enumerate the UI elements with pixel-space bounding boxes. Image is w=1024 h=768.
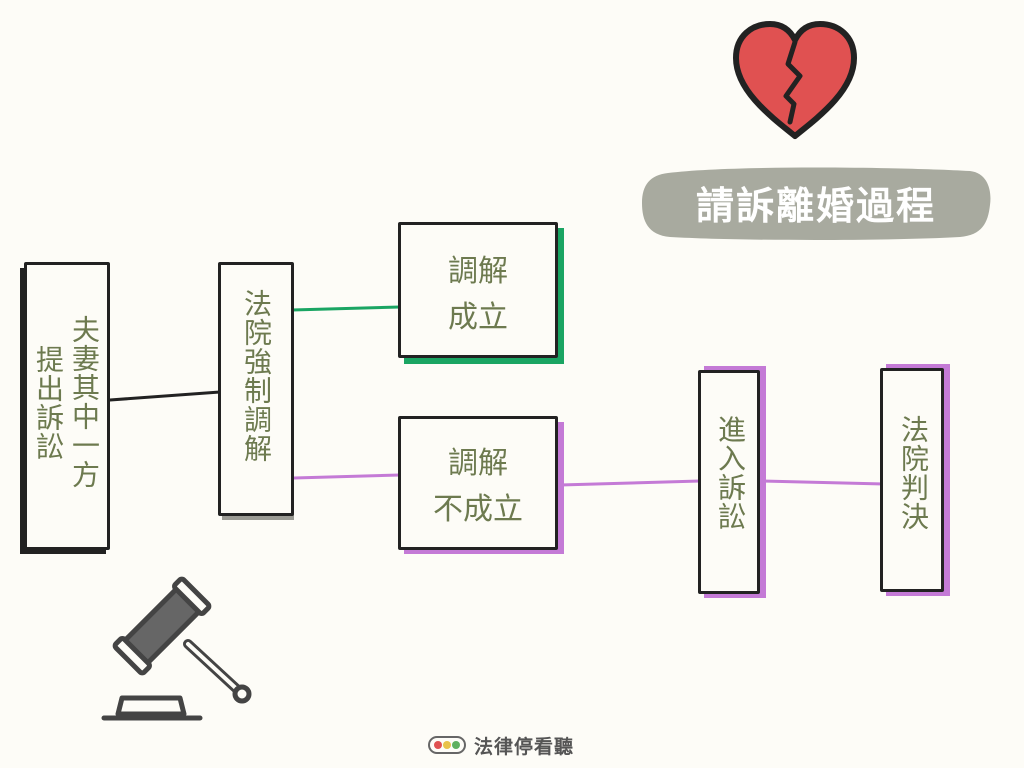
title-banner-background [642, 167, 991, 240]
start-node-text-col1: 夫妻其中一方 [68, 315, 101, 489]
litigation-node: 進入訴訟 [698, 370, 760, 594]
title-banner: 請訴離婚過程 [640, 163, 992, 241]
gavel-icon [101, 576, 252, 721]
mediation-fail-line1: 調解 [448, 446, 508, 481]
connector-mediation-fail [292, 473, 402, 480]
judgment-node-text: 法院判決 [897, 415, 930, 531]
broken-heart-icon [733, 21, 857, 139]
mediation-success-line1: 調解 [448, 254, 508, 289]
litigation-node-text: 進入訴訟 [714, 415, 747, 531]
traffic-light-icon [428, 736, 466, 754]
mediation-node-text: 法院強制調解 [240, 289, 273, 463]
connector-mediation-success [290, 305, 402, 312]
mediation-fail-node: 調解 不成立 [398, 416, 558, 550]
mediation-success-node: 調解 成立 [398, 222, 558, 358]
start-node-text-col2: 提出訴訟 [32, 345, 65, 461]
connector-litigation-judgment [758, 479, 886, 486]
start-node: 夫妻其中一方 提出訴訟 [24, 262, 110, 550]
mediation-fail-line2: 不成立 [433, 492, 523, 527]
footer-brand: 法律停看聽 [428, 728, 608, 762]
mediation-success-line2: 成立 [448, 300, 508, 335]
page-title: 請訴離婚過程 [695, 183, 936, 228]
connector-fail-litigation [558, 479, 702, 487]
mediation-node: 法院強制調解 [218, 262, 294, 516]
connector-start-mediation [108, 390, 222, 402]
judgment-node: 法院判決 [880, 368, 944, 592]
footer-label: 法律停看聽 [474, 735, 575, 758]
